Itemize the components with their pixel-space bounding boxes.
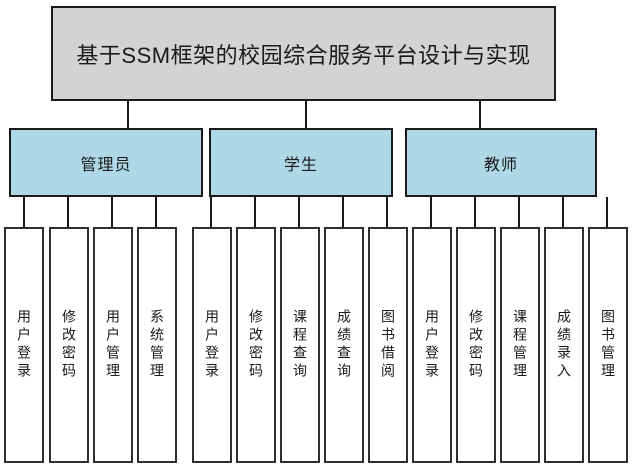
- leaf-node-admin-2: 修改密码: [49, 227, 89, 463]
- leaf-node-student-4: 成绩查询: [324, 227, 364, 463]
- connector-teacher-leaf: [562, 197, 564, 228]
- leaf-node-admin-4: 系统管理: [137, 227, 177, 463]
- leaf-node-student-3: 课程查询: [280, 227, 320, 463]
- connector-student-leaf: [386, 197, 388, 228]
- leaf-node-teacher-1: 用户登录: [412, 227, 452, 463]
- connector-admin-leaf: [23, 197, 25, 228]
- connector-student-leaf: [254, 197, 256, 228]
- connector-student-leaf: [210, 197, 212, 228]
- leaf-node-admin-1: 用户登录: [4, 227, 44, 463]
- connector-teacher-leaf: [518, 197, 520, 228]
- leaf-node-teacher-5: 图书管理: [588, 227, 628, 463]
- connector-teacher-leaf: [606, 197, 608, 228]
- connector-root-admin: [127, 101, 129, 129]
- leaf-node-student-5: 图书借阅: [368, 227, 408, 463]
- connector-root-student: [305, 101, 307, 129]
- leaf-node-student-1: 用户登录: [192, 227, 232, 463]
- connector-admin-leaf: [67, 197, 69, 228]
- leaf-node-teacher-2: 修改密码: [456, 227, 496, 463]
- connector-student-leaf: [342, 197, 344, 228]
- leaf-node-admin-3: 用户管理: [93, 227, 133, 463]
- group-node-admin: 管理员: [9, 128, 203, 197]
- connector-root-teacher: [479, 101, 481, 129]
- leaf-node-teacher-4: 成绩录入: [544, 227, 584, 463]
- connector-teacher-leaf: [474, 197, 476, 228]
- connector-admin-leaf: [155, 197, 157, 228]
- group-node-student: 学生: [209, 128, 393, 197]
- group-node-teacher: 教师: [405, 128, 597, 197]
- connector-admin-leaf: [111, 197, 113, 228]
- root-node-title: 基于SSM框架的校园综合服务平台设计与实现: [51, 6, 556, 101]
- connector-teacher-leaf: [430, 197, 432, 228]
- connector-student-leaf: [298, 197, 300, 228]
- leaf-node-student-2: 修改密码: [236, 227, 276, 463]
- leaf-node-teacher-3: 课程管理: [500, 227, 540, 463]
